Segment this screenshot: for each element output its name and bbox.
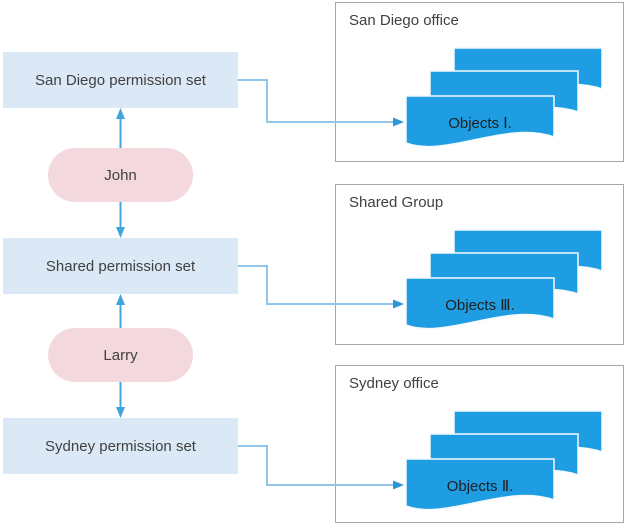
objects-label-san-diego: Objects Ⅰ.	[448, 115, 512, 132]
office-title-san-diego: San Diego office	[349, 12, 459, 29]
shared-permission-set-box: Shared permission set	[3, 238, 238, 294]
sydney-permission-set-box: Sydney permission set	[3, 418, 238, 474]
user-pill-john: John	[48, 148, 193, 202]
office-container-san-diego: San Diego office Objects Ⅰ.	[335, 2, 624, 162]
office-title-sydney: Sydney office	[349, 375, 439, 392]
objects-label-sydney: Objects Ⅱ.	[446, 478, 514, 495]
up-arrow-john-to-sandiego-set	[116, 108, 125, 148]
sydney-permission-set-label: Sydney permission set	[45, 437, 196, 455]
shared-permission-set-label: Shared permission set	[45, 257, 196, 275]
office-container-shared-group: Shared Group Objects Ⅲ.	[335, 184, 624, 345]
office-container-sydney: Sydney office Objects Ⅱ.	[335, 365, 624, 523]
san-diego-permission-set-label: San Diego permission set	[35, 71, 206, 89]
user-john-label: John	[104, 166, 137, 184]
office-title-shared-group: Shared Group	[349, 194, 444, 211]
up-arrow-larry-to-shared-set	[116, 294, 125, 328]
document-shape-front	[405, 277, 555, 330]
objects-label-shared-group: Objects Ⅲ.	[445, 297, 515, 314]
document-shape-front	[405, 95, 555, 148]
user-pill-larry: Larry	[48, 328, 193, 382]
document-shape-front	[405, 458, 555, 511]
user-larry-label: Larry	[103, 346, 138, 364]
san-diego-permission-set-box: San Diego permission set	[3, 52, 238, 108]
down-arrow-john-to-shared-set	[116, 202, 125, 238]
down-arrow-larry-to-sydney-set	[116, 382, 125, 418]
